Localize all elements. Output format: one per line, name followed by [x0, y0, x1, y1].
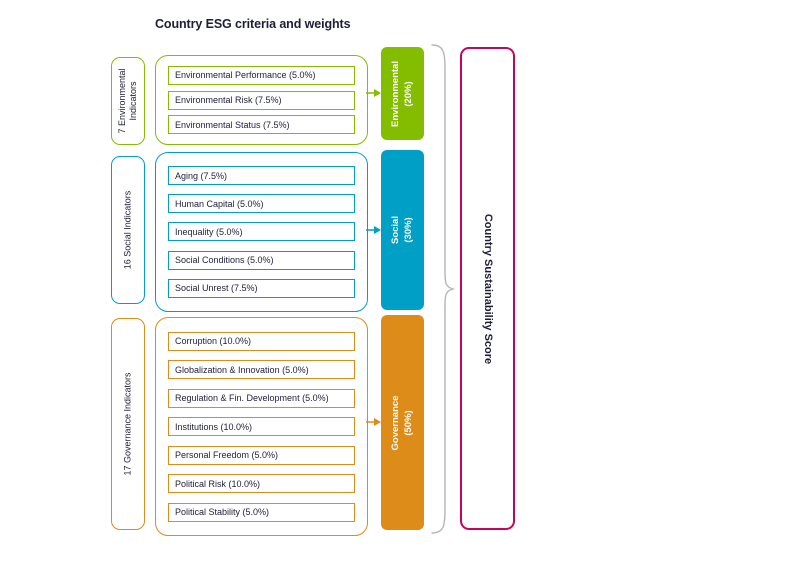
criteria-item-regulation-fin-development: Regulation & Fin. Development (5.0%)	[168, 388, 355, 408]
block-weight: (20%)	[402, 80, 414, 107]
criteria-item-political-risk: Political Risk (10.0%)	[168, 474, 355, 493]
governance-indicators-label-box: 17 Governance Indicators	[111, 318, 145, 530]
environmental-weight-block: Environmental (20%)	[381, 47, 424, 140]
arrow-right-icon	[366, 89, 381, 97]
social-weight-block-text: Social (30%)	[390, 155, 416, 305]
criteria-item-label: Social Conditions (5.0%)	[175, 255, 274, 266]
block-label: Governance	[389, 395, 401, 450]
criteria-item-social-unrest: Social Unrest (7.5%)	[168, 278, 355, 298]
environmental-indicators-label: 7 Environmental Indicators	[116, 68, 138, 134]
criteria-item-inequality: Inequality (5.0%)	[168, 222, 355, 242]
criteria-item-label: Environmental Risk (7.5%)	[175, 95, 282, 105]
criteria-item-label: Social Unrest (7.5%)	[175, 283, 258, 294]
criteria-item-human-capital: Human Capital (5.0%)	[168, 194, 355, 214]
governance-weight-block: Governance (50%)	[381, 315, 424, 530]
environmental-weight-block-text: Environmental (20%)	[390, 50, 416, 138]
criteria-item-environmental-risk: Environmental Risk (7.5%)	[168, 90, 355, 110]
criteria-item-label: Globalization & Innovation (5.0%)	[175, 364, 309, 375]
block-weight: (30%)	[402, 217, 414, 243]
criteria-item-label: Personal Freedom (5.0%)	[175, 450, 279, 460]
governance-criteria-panel: Corruption (10.0%) Globalization & Innov…	[155, 317, 368, 536]
criteria-item-political-stability: Political Stability (5.0%)	[168, 502, 355, 522]
block-label: Environmental	[389, 60, 401, 127]
criteria-item-environmental-performance: Environmental Performance (5.0%)	[168, 65, 355, 85]
block-weight: (50%)	[402, 409, 414, 436]
criteria-item-label: Environmental Status (7.5%)	[175, 119, 290, 130]
criteria-item-institutions: Institutions (10.0%)	[168, 417, 355, 436]
arrow-right-icon	[366, 418, 381, 426]
grouping-brace-icon	[431, 44, 455, 534]
criteria-item-label: Regulation & Fin. Development (5.0%)	[175, 393, 329, 403]
country-sustainability-score-label: Country Sustainability Score	[481, 213, 494, 364]
diagram-title: Country ESG criteria and weights	[155, 17, 351, 31]
block-label: Social	[389, 216, 401, 244]
criteria-item-label: Inequality (5.0%)	[175, 226, 243, 237]
social-criteria-panel: Aging (7.5%) Human Capital (5.0%) Inequa…	[155, 152, 368, 312]
criteria-item-social-conditions: Social Conditions (5.0%)	[168, 250, 355, 270]
governance-weight-block-text: Governance (50%)	[390, 320, 416, 525]
environmental-criteria-panel: Environmental Performance (5.0%) Environ…	[155, 55, 368, 145]
criteria-item-environmental-status: Environmental Status (7.5%)	[168, 115, 355, 135]
environmental-indicators-label-box: 7 Environmental Indicators	[111, 57, 145, 145]
criteria-item-label: Political Risk (10.0%)	[175, 478, 261, 489]
criteria-item-label: Corruption (10.0%)	[175, 336, 252, 346]
arrow-right-icon	[366, 226, 381, 234]
social-indicators-label-box: 16 Social Indicators	[111, 156, 145, 304]
criteria-item-label: Environmental Performance (5.0%)	[175, 70, 316, 81]
criteria-item-globalization-innovation: Globalization & Innovation (5.0%)	[168, 360, 355, 379]
criteria-item-corruption: Corruption (10.0%)	[168, 331, 355, 351]
criteria-item-label: Aging (7.5%)	[175, 170, 228, 181]
governance-indicators-label: 17 Governance Indicators	[122, 372, 133, 476]
criteria-item-label: Political Stability (5.0%)	[175, 507, 270, 517]
country-sustainability-score-panel: Country Sustainability Score	[460, 47, 515, 530]
social-indicators-label: 16 Social Indicators	[122, 190, 133, 270]
criteria-item-aging: Aging (7.5%)	[168, 166, 355, 186]
criteria-item-personal-freedom: Personal Freedom (5.0%)	[168, 445, 355, 465]
social-weight-block: Social (30%)	[381, 150, 424, 310]
criteria-item-label: Institutions (10.0%)	[175, 421, 253, 432]
criteria-item-label: Human Capital (5.0%)	[175, 198, 264, 209]
